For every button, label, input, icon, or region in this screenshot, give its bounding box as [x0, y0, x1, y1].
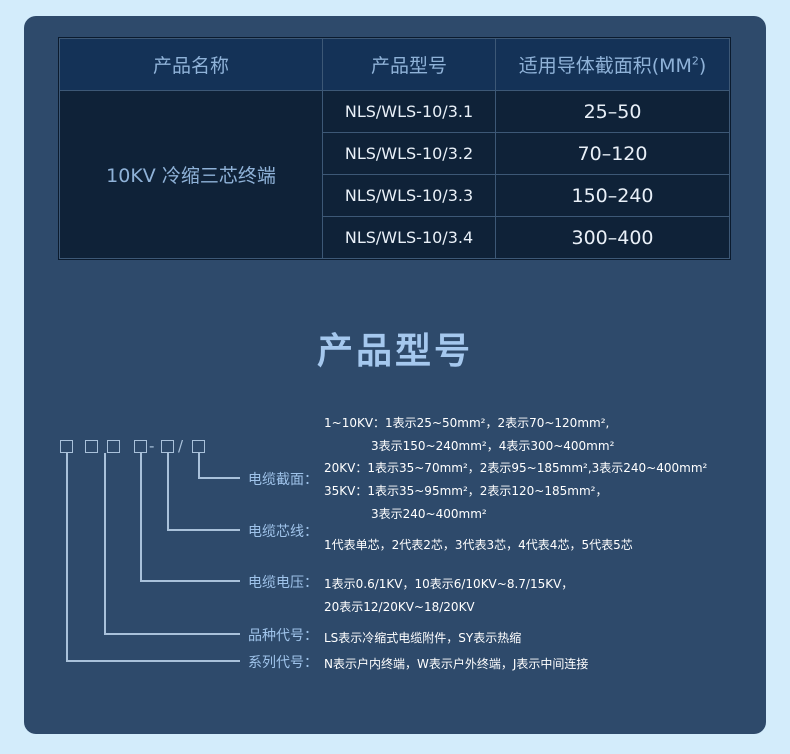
code-box-section: [192, 440, 205, 453]
dash-separator: -: [149, 437, 155, 455]
table-row: 10KV 冷缩三芯终端 NLS/WLS-10/3.1 25–50: [59, 90, 730, 259]
series-desc: N表示户内终端，W表示户外终端，J表示中间连接: [324, 657, 589, 671]
product-name-cell: 10KV 冷缩三芯终端: [59, 90, 323, 259]
code-box-series: [60, 440, 73, 453]
area-cell: 300–400: [495, 216, 730, 259]
table-row: NLS/WLS-10/3.3 150–240: [60, 174, 730, 217]
connector-voltage: [140, 453, 142, 581]
cross-section-desc: 35KV：1表示35~95mm²，2表示120~185mm²，: [324, 484, 608, 498]
connector-section: [198, 477, 240, 479]
connector-series: [66, 453, 68, 661]
label-series: 系列代号：: [248, 655, 318, 671]
model-cell: NLS/WLS-10/3.1: [322, 90, 496, 133]
cross-section-desc: 1~10KV：1表示25~50mm²，2表示70~120mm²,: [324, 416, 610, 430]
cross-section-desc: 3表示240~400mm²: [371, 507, 487, 521]
voltage-desc: 20表示12/20KV~18/20KV: [324, 600, 475, 614]
cross-section-desc: 3表示150~240mm²，4表示300~400mm²: [371, 439, 615, 453]
area-cell: 70–120: [495, 132, 730, 175]
model-cell: NLS/WLS-10/3.3: [322, 174, 496, 217]
variety-desc: LS表示冷缩式电缆附件，SY表示热缩: [324, 631, 522, 645]
label-cores: 电缆芯线：: [248, 524, 318, 540]
table-header-row: 产品名称 产品型号 适用导体截面积(MM2): [59, 38, 730, 91]
header-cross-section: 适用导体截面积(MM2): [495, 38, 730, 91]
code-box-cores: [161, 440, 174, 453]
code-box-voltage: [134, 440, 147, 453]
spec-table: 产品名称 产品型号 适用导体截面积(MM2) 10KV 冷缩三芯终端 NLS/W…: [59, 38, 730, 259]
connector-variety: [104, 633, 240, 635]
table-row: NLS/WLS-10/3.4 300–400: [60, 216, 730, 259]
model-code-diagram: - / 电缆截面： 电缆芯线： 电缆电压： 品种代号： 系列代号： 1~10KV…: [24, 16, 766, 734]
connector-voltage: [140, 580, 240, 582]
connector-cores: [167, 453, 169, 530]
cross-section-desc: 20KV：1表示35~70mm²，2表示95~185mm²,3表示240~400…: [324, 461, 708, 475]
content-card: 产品名称 产品型号 适用导体截面积(MM2) 10KV 冷缩三芯终端 NLS/W…: [24, 16, 766, 734]
area-cell: 150–240: [495, 174, 730, 217]
voltage-desc: 1表示0.6/1KV，10表示6/10KV~8.7/15KV，: [324, 577, 574, 591]
connector-section: [198, 453, 200, 478]
code-box-variety-1: [85, 440, 98, 453]
label-cross-section: 电缆截面：: [248, 472, 318, 488]
label-voltage: 电缆电压：: [248, 575, 318, 591]
label-variety: 品种代号：: [248, 628, 318, 644]
area-cell: 25–50: [495, 90, 730, 133]
code-box-variety-2: [107, 440, 120, 453]
connector-series: [66, 660, 240, 662]
header-product-name: 产品名称: [59, 38, 323, 91]
connector-variety: [104, 453, 106, 634]
cores-desc: 1代表单芯，2代表2芯，3代表3芯，4代表4芯，5代表5芯: [324, 538, 633, 552]
model-cell: NLS/WLS-10/3.4: [322, 216, 496, 259]
connector-cores: [167, 529, 240, 531]
table-row: NLS/WLS-10/3.2 70–120: [60, 132, 730, 175]
slash-separator: /: [178, 437, 184, 455]
section-title: 产品型号: [316, 331, 473, 372]
header-model: 产品型号: [322, 38, 496, 91]
